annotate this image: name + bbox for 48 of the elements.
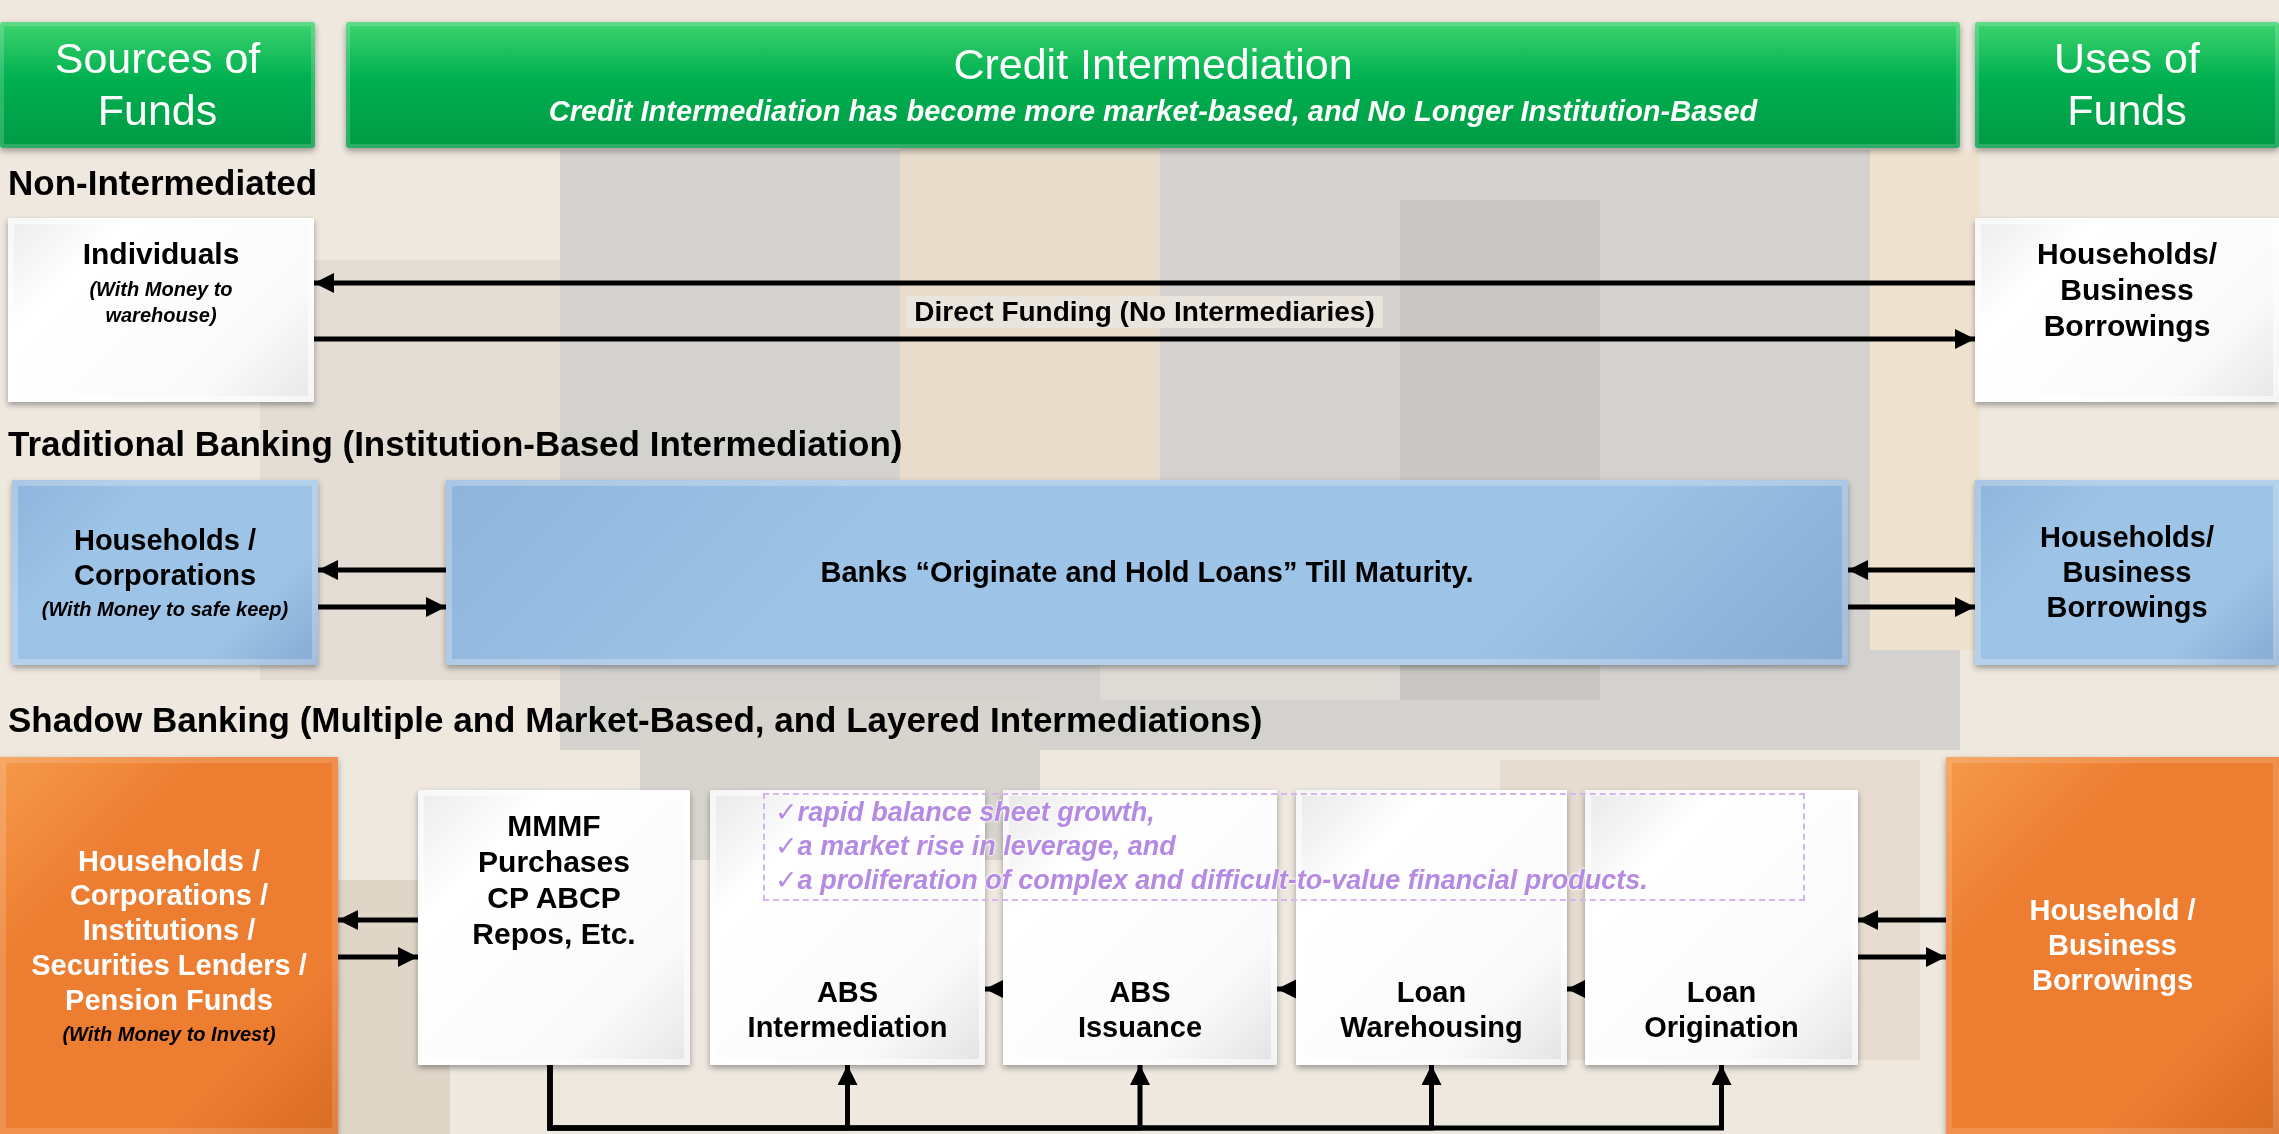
node-title: Loan Origination xyxy=(1644,975,1799,1045)
arrow xyxy=(1858,910,1946,930)
node-title: Individuals xyxy=(82,236,240,272)
node-title: Loan Warehousing xyxy=(1340,975,1523,1045)
header-banner xyxy=(1975,22,2279,148)
node-title: MMMF Purchases CP ABCP Repos, Etc. xyxy=(471,808,637,952)
node-title: Households/ Business Borrowings xyxy=(2039,520,2215,625)
node-title: ABS Issuance xyxy=(1077,975,1203,1045)
node-title: Credit Intermediation xyxy=(953,39,1353,91)
arrow xyxy=(314,329,1975,349)
section-heading: Shadow Banking (Multiple and Market-Based, and Layered Intermediations) xyxy=(8,700,1263,740)
process-box xyxy=(446,480,1848,665)
arrow xyxy=(1848,560,1975,580)
arrow xyxy=(1567,979,1587,999)
arrow xyxy=(338,947,418,967)
header-banner xyxy=(0,22,315,148)
node-title: ABS Intermediation xyxy=(747,975,948,1045)
node-title: Households / Corporations xyxy=(72,522,258,593)
node-subtitle: (With Money to warehouse) xyxy=(88,277,234,328)
process-box xyxy=(8,218,314,402)
arrow xyxy=(1848,597,1975,617)
process-box xyxy=(1975,480,2279,665)
node-title: Household / Business Borrowings xyxy=(2028,893,2197,998)
node-title: Sources of Funds xyxy=(53,33,262,136)
process-box xyxy=(1975,218,2279,402)
process-box xyxy=(0,757,338,1134)
arrow xyxy=(1858,947,1946,967)
node-subtitle: Credit Intermediation has become more market-based, and No Longer Institution-Based xyxy=(548,93,1758,129)
arrow xyxy=(547,1065,1732,1131)
edge-label: Direct Funding (No Intermediaries) xyxy=(906,296,1383,328)
header-banner xyxy=(346,22,1960,148)
arrow xyxy=(985,979,1005,999)
node-title: Banks “Originate and Hold Loans” Till Maturity. xyxy=(820,555,1474,590)
node-title: Households/ Business Borrowings xyxy=(2036,236,2218,344)
process-box xyxy=(1946,757,2279,1134)
arrow xyxy=(318,597,446,617)
node-subtitle: (With Money to safe keep) xyxy=(41,597,289,623)
arrow xyxy=(318,560,446,580)
section-heading: Traditional Banking (Institution-Based Intermediation) xyxy=(8,424,903,464)
arrow xyxy=(338,910,418,930)
node-subtitle: (With Money to Invest) xyxy=(62,1022,276,1048)
node-title: Households / Corporations / Institutions / Securities Lenders / Pension Funds xyxy=(30,843,308,1018)
arrow xyxy=(1277,979,1297,999)
arrow xyxy=(314,273,1975,293)
section-heading: Non-Intermediated xyxy=(8,163,318,203)
node-title: Uses of Funds xyxy=(2053,33,2201,136)
process-box xyxy=(12,480,318,665)
process-box xyxy=(418,790,690,1065)
